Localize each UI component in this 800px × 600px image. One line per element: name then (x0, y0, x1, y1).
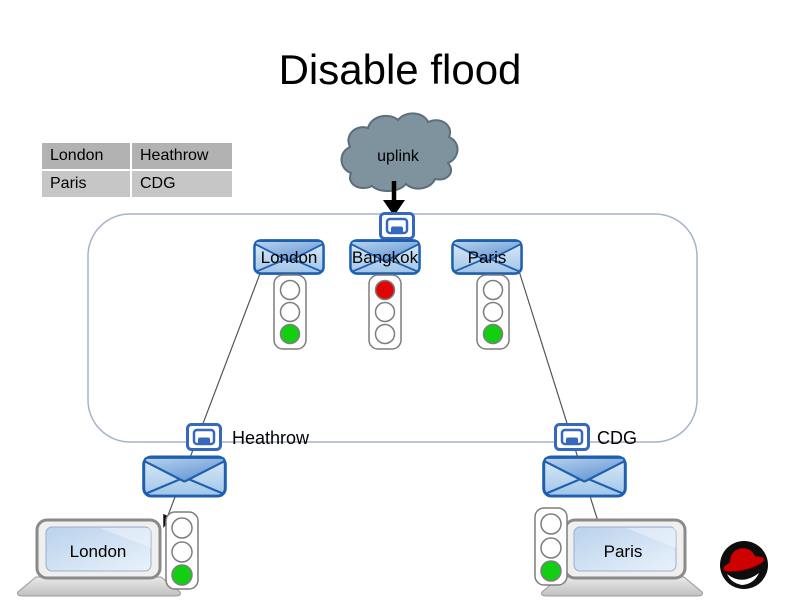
switch-port-label: Paris (468, 248, 507, 267)
laptop-keyboard-icon (17, 576, 181, 597)
uplink-port-icon (379, 212, 415, 240)
heathrow-port-icon (186, 423, 222, 451)
laptop-keyboard-icon (541, 576, 703, 597)
envelope-cdg-icon (542, 455, 627, 498)
host-label: Paris (604, 542, 643, 561)
host-london-laptop: London (17, 518, 181, 597)
light-bottom (279, 323, 301, 345)
table-row: London Heathrow (42, 143, 232, 169)
laptop-screen (45, 526, 152, 572)
traffic-light-host-london (165, 511, 199, 590)
table-cell-port: CDG (132, 171, 232, 197)
table-cell-city: London (42, 143, 130, 169)
light-bottom (171, 564, 193, 586)
traffic-light-switch-bangkok (368, 274, 402, 350)
screen-shine (100, 528, 151, 548)
switch-port-label: Bangkok (352, 248, 419, 267)
switch-port-paris: Paris (451, 239, 523, 275)
host-label: London (70, 542, 127, 561)
screen-shine (626, 528, 676, 548)
cloud-label: uplink (377, 148, 420, 165)
uplink-cloud: uplink (340, 112, 459, 192)
light-top (540, 513, 562, 535)
light-top (374, 279, 396, 301)
uplink-arrowhead-icon (383, 200, 405, 216)
switch-port-london: London (253, 239, 325, 275)
light-middle (374, 301, 396, 323)
light-bottom (374, 323, 396, 345)
laptop-screen (573, 526, 677, 572)
light-top (171, 517, 193, 539)
cdg-port-icon (554, 423, 590, 451)
cdg-port-label: CDG (597, 428, 637, 448)
heathrow-port-label: Heathrow (232, 428, 310, 448)
table-cell-city: Paris (42, 171, 130, 197)
light-middle (482, 301, 504, 323)
traffic-light-switch-paris (476, 274, 510, 350)
redhat-logo-icon (720, 541, 768, 589)
light-middle (540, 537, 562, 559)
light-top (482, 279, 504, 301)
traffic-light-switch-london (273, 274, 307, 350)
light-top (279, 279, 301, 301)
switch-port-bangkok: Bangkok (349, 239, 421, 275)
table-cell-port: Heathrow (132, 143, 232, 169)
cloud-icon (340, 112, 459, 192)
switch-port-label: London (261, 248, 318, 267)
light-middle (279, 301, 301, 323)
table-row: Paris CDG (42, 171, 232, 197)
light-bottom (482, 323, 504, 345)
traffic-light-host-paris (534, 507, 568, 586)
light-bottom (540, 560, 562, 582)
light-middle (171, 541, 193, 563)
page-title: Disable flood (278, 46, 522, 93)
uplink-arrow (383, 181, 405, 216)
envelope-heathrow-icon (142, 455, 227, 498)
port-mapping-table: London Heathrow Paris CDG (40, 141, 234, 199)
